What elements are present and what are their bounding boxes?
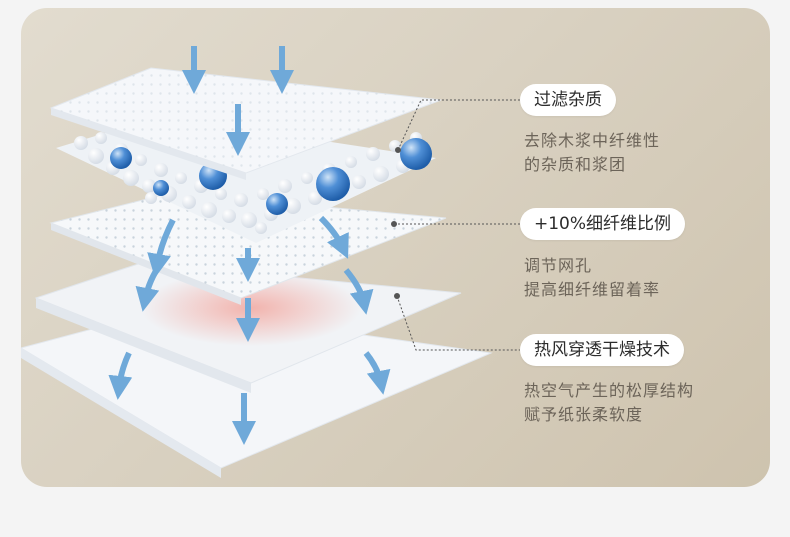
feature-label-drying: 热风穿透干燥技术	[520, 334, 684, 366]
airflow-arrows	[108, 46, 391, 445]
tissue-layers-illustration	[21, 46, 520, 478]
feature-desc-fiber: 调节网孔 提高细纤维留着率	[524, 254, 660, 302]
top-layer	[49, 67, 442, 180]
desc-line: 去除木浆中纤维性	[524, 131, 661, 150]
leader-dots	[391, 147, 401, 299]
feature-label-filter: 过滤杂质	[520, 84, 616, 116]
feature-desc-drying: 热空气产生的松厚结构 赋予纸张柔软度	[524, 379, 694, 427]
desc-line: 热空气产生的松厚结构	[524, 381, 695, 400]
desc-line: 赋予纸张柔软度	[524, 405, 644, 424]
desc-line: 的杂质和浆团	[524, 155, 627, 174]
product-card: 过滤杂质 去除木浆中纤维性 的杂质和浆团 +10%细纤维比例 调节网孔 提高细纤…	[21, 8, 770, 487]
desc-line: 提高细纤维留着率	[524, 280, 661, 299]
feature-label-fiber: +10%细纤维比例	[520, 208, 686, 240]
feature-desc-filter: 去除木浆中纤维性 的杂质和浆团	[524, 129, 660, 177]
perforated-layer	[49, 192, 447, 305]
leader-lines	[394, 99, 520, 351]
desc-line: 调节网孔	[524, 256, 593, 275]
